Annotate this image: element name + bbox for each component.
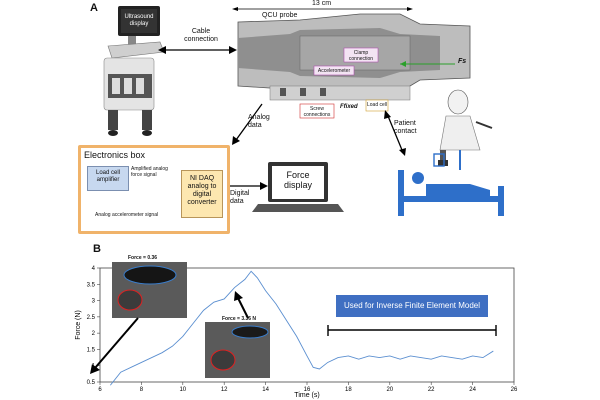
inset1-label: Force = 0.36 <box>128 255 158 261</box>
force-display-label: Force display <box>283 170 312 190</box>
ni-daq-box: NI DAQ analog to digital converter <box>181 170 223 218</box>
x-tick-label: 14 <box>262 387 269 393</box>
x-tick-label: 26 <box>511 387 518 393</box>
analog-data-label: Analog data <box>248 114 270 129</box>
digital-data-label: Digital data <box>230 190 250 205</box>
inverse-model-box: Used for Inverse Finite Element Model <box>336 295 488 317</box>
panel-b-label: B <box>93 243 101 255</box>
x-tick-label: 10 <box>179 387 186 393</box>
ultrasound-machine-illustration <box>103 6 165 136</box>
clamp-connection-label: Clamp connection <box>348 50 374 62</box>
ultrasound-inset-1 <box>112 262 187 318</box>
load-cell-amplifier-box: Load cell amplifier <box>87 166 129 191</box>
cable-connection-label: Cable connection <box>184 28 218 43</box>
x-tick-label: 6 <box>98 387 102 393</box>
patient-illustration <box>438 89 493 166</box>
x-tick-label: 16 <box>304 387 311 393</box>
y-tick-label: 2.5 <box>87 315 96 321</box>
inset2-label: Force = 3.36 N <box>222 316 257 322</box>
electronics-box: Electronics box Load cell amplifier Ampl… <box>78 145 230 234</box>
accelerometer-label: Accelerometer <box>317 68 351 74</box>
x-axis-label: Time (s) <box>294 392 319 399</box>
ffixed-label: Ffixed <box>340 104 358 110</box>
screw-connections-label: Screw connections <box>303 106 331 118</box>
amplified-signal-label: Amplified analog force signal <box>131 166 168 178</box>
x-tick-label: 8 <box>140 387 144 393</box>
x-tick-label: 18 <box>345 387 352 393</box>
fs-label: Fs <box>458 58 467 65</box>
y-tick-label: 3.5 <box>87 282 96 288</box>
y-tick-label: 0.5 <box>87 380 96 386</box>
panel-a-label: A <box>90 2 98 14</box>
x-tick-label: 12 <box>221 387 228 393</box>
y-tick-label: 1.5 <box>87 347 96 353</box>
qcu-probe-label: QCU probe <box>262 12 298 19</box>
force-series-line <box>109 270 494 386</box>
y-tick-label: 2 <box>92 331 96 337</box>
ultrasound-inset-2 <box>205 322 270 378</box>
y-tick-label: 3 <box>92 299 96 305</box>
laptop-illustration <box>252 162 344 212</box>
x-tick-label: 20 <box>386 387 393 393</box>
qcu-probe-illustration <box>237 13 471 119</box>
probe-length-label: 13 cm <box>312 0 332 7</box>
analog-accel-signal-label: Analog accelerometer signal <box>95 212 159 218</box>
electronics-box-title: Electronics box <box>84 150 146 160</box>
x-tick-label: 22 <box>428 387 435 393</box>
y-tick-label: 4 <box>92 266 96 272</box>
y-axis-label: Force (N) <box>75 310 82 340</box>
ultrasound-display-label: Ultrasound display <box>124 14 154 27</box>
load-cell-label: Load cell <box>366 102 387 108</box>
patient-contact-label: Patient contact <box>394 120 417 135</box>
x-tick-label: 24 <box>469 387 476 393</box>
hospital-bed-illustration <box>398 150 504 216</box>
force-chart: 681012141618202224260.511.522.533.54Time… <box>75 266 518 399</box>
